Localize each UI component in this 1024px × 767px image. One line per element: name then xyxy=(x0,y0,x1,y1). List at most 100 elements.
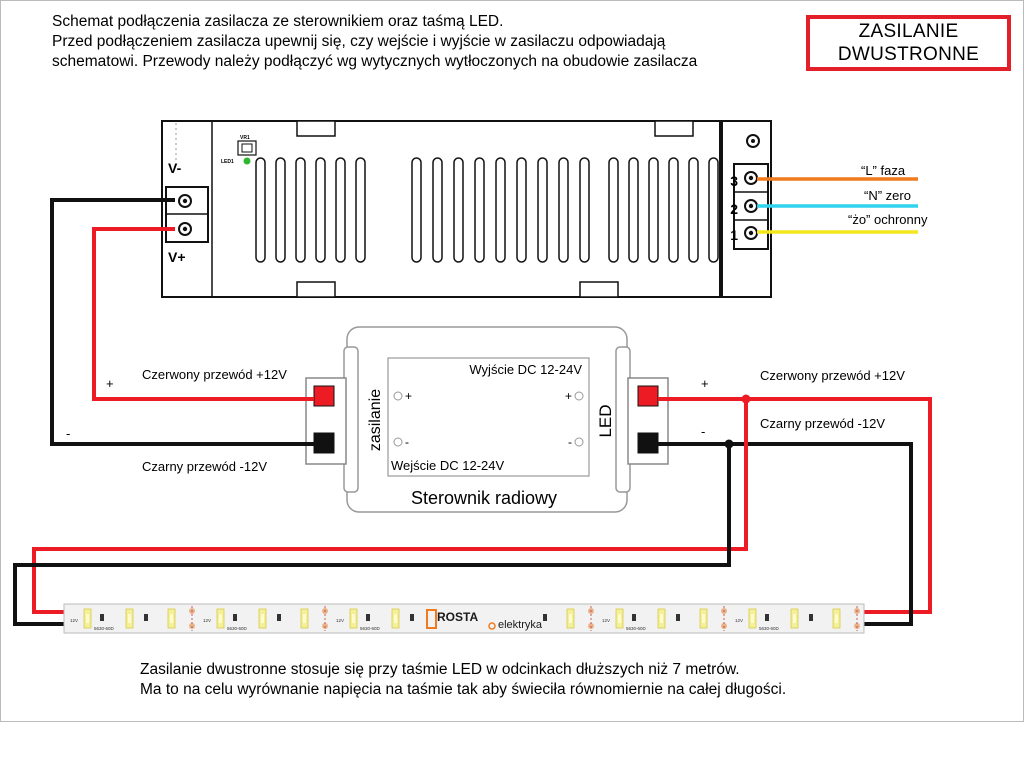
title-badge: ZASILANIE DWUSTRONNE xyxy=(806,15,1011,71)
led-label: LED1 xyxy=(221,159,234,165)
board-pad xyxy=(574,391,584,401)
vent-slot xyxy=(495,157,506,263)
footer-line-2: Ma to na celu wyrównanie napięcia na taś… xyxy=(140,681,787,698)
radio-controller: + - + - Wyjście DC 12-24V Wejście DC 12-… xyxy=(305,326,669,513)
resistor xyxy=(809,614,813,621)
led-chip-core xyxy=(660,614,663,623)
led-chip-core xyxy=(303,614,306,623)
vent-slot xyxy=(335,157,346,263)
vent-slot xyxy=(708,157,719,263)
vent-slot xyxy=(537,157,548,263)
strip-voltage-label: 12V xyxy=(203,618,211,623)
input-side-label: zasilanie xyxy=(367,389,384,451)
vent-slot xyxy=(628,157,639,263)
board-pad xyxy=(393,437,403,447)
terminal-number-3: 3 xyxy=(730,173,738,189)
wire-out-minus-far-end xyxy=(658,442,913,626)
resistor xyxy=(100,614,104,621)
input-plus-socket xyxy=(313,385,335,407)
resistor xyxy=(366,614,370,621)
label-earth: “żo” ochronny xyxy=(848,212,928,227)
header-text: Schemat podłączenia zasilacza ze sterown… xyxy=(52,12,697,72)
dc-screw-minus-center xyxy=(182,198,188,204)
power-supply: VR1 LED1 V- V+ 3 2 1 xyxy=(161,120,772,298)
resistor xyxy=(676,614,680,621)
footer-line-1: Zasilanie dwustronne stosuje się przy ta… xyxy=(140,661,740,678)
vr-trimmer-inner xyxy=(241,143,253,153)
vent-slot xyxy=(355,157,366,263)
output-plus-socket xyxy=(637,385,659,407)
resistor xyxy=(410,614,414,621)
header-line-3: schematowi. Przewody należy podłączyć wg… xyxy=(52,53,698,70)
led-chip-core xyxy=(219,614,222,623)
dc-screw-plus-center xyxy=(182,226,188,232)
psu-tab xyxy=(296,281,336,298)
vent-slot xyxy=(411,157,422,263)
vent-slot xyxy=(516,157,527,263)
strip-chip-label: 5630-60D xyxy=(360,626,381,631)
board-in-plus: + xyxy=(405,389,412,403)
led-chip-core xyxy=(394,614,397,623)
psu-vents xyxy=(255,157,719,263)
strip-voltage-label: 12V xyxy=(602,618,610,623)
vent-slot xyxy=(255,157,266,263)
resistor xyxy=(543,614,547,621)
led-chip-core xyxy=(261,614,264,623)
led-chip-core xyxy=(352,614,355,623)
wire-psu-plus-to-controller xyxy=(92,227,314,401)
header-line-1: Schemat podłączenia zasilacza ze sterown… xyxy=(52,13,504,30)
led-strip: 12V5630-60D12V5630-60D12V5630-60D12V5630… xyxy=(63,603,865,634)
vent-slot xyxy=(295,157,306,263)
vent-slot xyxy=(315,157,326,263)
board-pad xyxy=(574,437,584,447)
vent-slot xyxy=(668,157,679,263)
right-red-label: Czerwony przewód +12V xyxy=(760,368,905,383)
psu-tab xyxy=(579,281,619,298)
resistor xyxy=(277,614,281,621)
board-out-minus: - xyxy=(568,435,572,449)
board-in-minus: - xyxy=(405,435,409,449)
led-chip-core xyxy=(751,614,754,623)
board-pad xyxy=(393,391,403,401)
led-chip-core xyxy=(86,614,89,623)
title-badge-line-2: DWUSTRONNE xyxy=(837,44,980,65)
left-plus-sign: + xyxy=(106,376,114,391)
strip-voltage-label: 12V xyxy=(735,618,743,623)
vent-slot xyxy=(558,157,569,263)
strip-voltage-label: 12V xyxy=(70,618,78,623)
resistor xyxy=(144,614,148,621)
footer-text: Zasilanie dwustronne stosuje się przy ta… xyxy=(140,660,786,700)
wire-out-plus-near-end xyxy=(32,399,748,614)
strip-chip-label: 5630-60D xyxy=(759,626,780,631)
vminus-label: V- xyxy=(168,160,182,176)
left-red-label: Czerwony przewód +12V xyxy=(142,367,287,382)
label-neutral: “N” zero xyxy=(864,188,911,203)
ac-screw-2-center xyxy=(748,203,754,209)
right-plus-sign: + xyxy=(701,376,709,391)
psu-tab xyxy=(654,120,694,137)
vent-slot xyxy=(579,157,590,263)
output-side-label: LED xyxy=(596,404,615,437)
right-minus-sign: - xyxy=(701,424,705,439)
logo-dot xyxy=(488,622,496,630)
dc-wires xyxy=(13,198,932,626)
psu-tab xyxy=(296,120,336,137)
led-chip-core xyxy=(618,614,621,623)
led-chip-core xyxy=(569,614,572,623)
resistor xyxy=(765,614,769,621)
wire-psu-minus-to-controller xyxy=(50,198,314,446)
ac-screw-1-center xyxy=(748,230,754,236)
header-line-2: Przed podłączeniem zasilacza upewnij się… xyxy=(52,33,666,50)
output-label: Wyjście DC 12-24V xyxy=(469,362,582,377)
led-indicator xyxy=(243,157,251,165)
wire-out-plus-far-end xyxy=(658,397,932,614)
led-chip-core xyxy=(128,614,131,623)
led-chip-core xyxy=(793,614,796,623)
input-label: Wejście DC 12-24V xyxy=(391,458,505,473)
label-phase: “L” faza xyxy=(861,163,906,178)
junction-plus xyxy=(741,394,751,404)
input-minus-socket xyxy=(313,432,335,454)
wire-out-minus-near-end xyxy=(13,444,731,626)
vent-slot xyxy=(275,157,286,263)
board-out-plus: + xyxy=(565,389,572,403)
